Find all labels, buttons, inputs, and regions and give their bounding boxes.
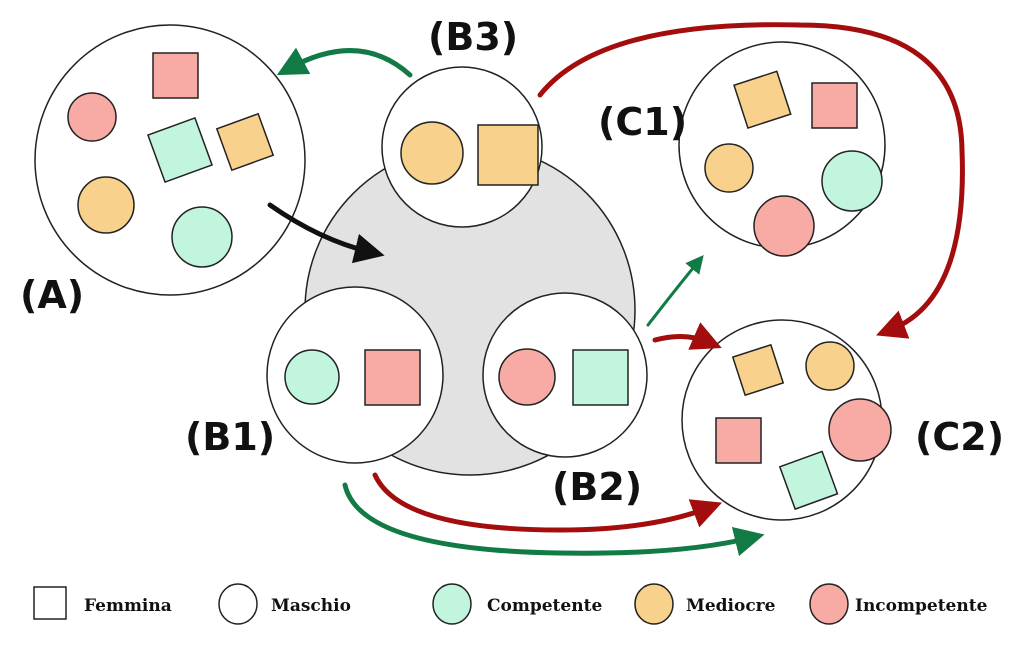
arrow-b1-to-c2-red [372, 472, 723, 533]
female-mediocre [731, 343, 785, 397]
legend-circle-icon [218, 583, 258, 625]
male-mediocre [805, 341, 855, 391]
male-competent [284, 349, 340, 405]
legend-mediocre: Mediocre [686, 596, 776, 616]
arrow-b2-to-c2 [652, 322, 722, 350]
female-mediocre [733, 70, 792, 129]
legend-square-icon [33, 586, 67, 620]
male-incompetent [753, 195, 815, 257]
arrow-a-to-b [267, 202, 385, 264]
female-incompetent [364, 349, 421, 406]
female-competent [778, 450, 839, 511]
male-competent [171, 206, 233, 268]
male-competent [821, 150, 883, 212]
group-b2 [482, 292, 648, 458]
arrow-b2-to-c1 [646, 255, 704, 327]
female-incompetent [152, 52, 199, 99]
female-competent [146, 116, 214, 184]
arrow-b1-to-c2-green [342, 482, 765, 557]
legend [33, 583, 849, 625]
group-b1 [266, 286, 444, 464]
legend-incompetent: Incompetente [855, 596, 988, 616]
female-mediocre [477, 124, 539, 186]
label-b1: (B1) [185, 415, 275, 459]
arrow-b3-to-a [276, 47, 413, 78]
male-mediocre [77, 176, 135, 234]
male-incompetent [498, 348, 556, 406]
label-a: (A) [20, 273, 84, 317]
label-c2: (C2) [915, 415, 1004, 459]
legend-mediocre-icon [634, 583, 674, 625]
male-mediocre [400, 121, 464, 185]
legend-competent-icon [432, 583, 472, 625]
female-competent [572, 349, 629, 406]
label-b2: (B2) [552, 465, 642, 509]
label-c1: (C1) [598, 100, 687, 144]
male-mediocre [704, 143, 754, 193]
legend-competent: Competente [487, 596, 602, 616]
legend-male: Maschio [271, 596, 351, 616]
label-b3: (B3) [428, 15, 518, 59]
male-incompetent [67, 92, 117, 142]
female-incompetent [715, 417, 762, 464]
male-incompetent [828, 398, 892, 462]
female-mediocre [215, 112, 275, 172]
female-incompetent [811, 82, 858, 129]
arrow-b3-to-c2 [537, 22, 965, 339]
legend-female: Femmina [84, 596, 172, 616]
legend-incompetent-icon [809, 583, 849, 625]
